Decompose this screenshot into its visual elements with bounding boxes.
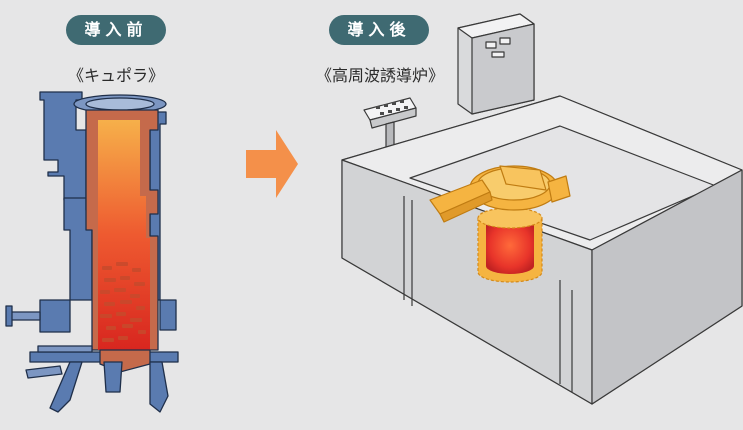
arrow-right-icon [246, 130, 298, 198]
before-caption: 《キュポラ》 [67, 66, 164, 85]
before-badge: 導入前 [66, 15, 166, 45]
furnace-lid [429, 165, 571, 223]
cupola-illustration [5, 91, 179, 413]
after-badge: 導入後 [329, 15, 429, 45]
induction-furnace-illustration [341, 13, 743, 405]
after-caption: 《高周波誘導炉》 [315, 66, 444, 85]
induction-coil [477, 207, 543, 283]
